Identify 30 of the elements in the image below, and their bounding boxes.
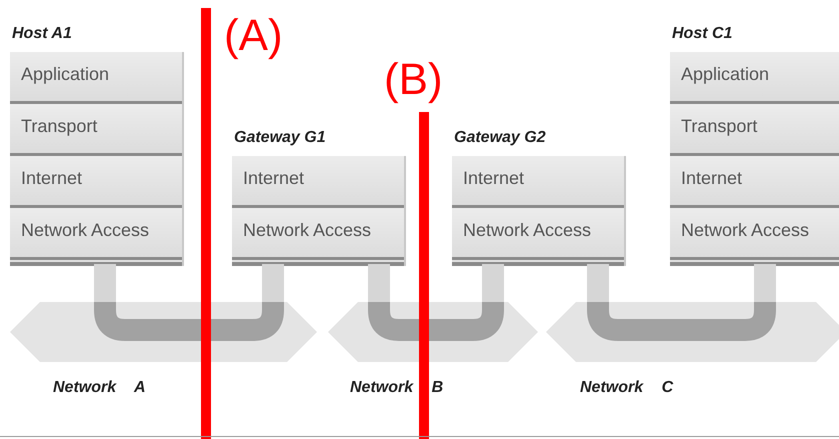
protocol-layer: Network Access [232,208,404,260]
cut-marker-label: (B) [384,58,443,102]
protocol-layer: Internet [452,156,624,208]
stack-title: Gateway G2 [454,129,546,147]
network-band [546,302,839,362]
stack-title: Host A1 [12,25,72,43]
network-link [262,264,284,302]
network-link [94,264,116,302]
cut-marker-label: (A) [224,14,283,58]
network-band [328,302,538,362]
network-name: Network B [350,379,444,397]
network-link [754,264,776,302]
network-name: Network C [580,379,674,397]
protocol-layer: Internet [232,156,404,208]
protocol-layer: Application [10,52,182,104]
protocol-layer: Network Access [10,208,182,260]
protocol-layer: Network Access [670,208,839,260]
protocol-layer: Transport [10,104,182,156]
protocol-layer: Internet [10,156,182,208]
network-link [368,264,390,302]
network-name: Network A [53,379,146,397]
protocol-layer: Network Access [452,208,624,260]
stack-title: Gateway G1 [234,129,326,147]
protocol-layer: Application [670,52,839,104]
network-band [10,302,317,362]
network-link [482,264,504,302]
network-link [587,264,609,302]
protocol-layer: Transport [670,104,839,156]
stack-title: Host C1 [672,25,732,43]
protocol-layer: Internet [670,156,839,208]
